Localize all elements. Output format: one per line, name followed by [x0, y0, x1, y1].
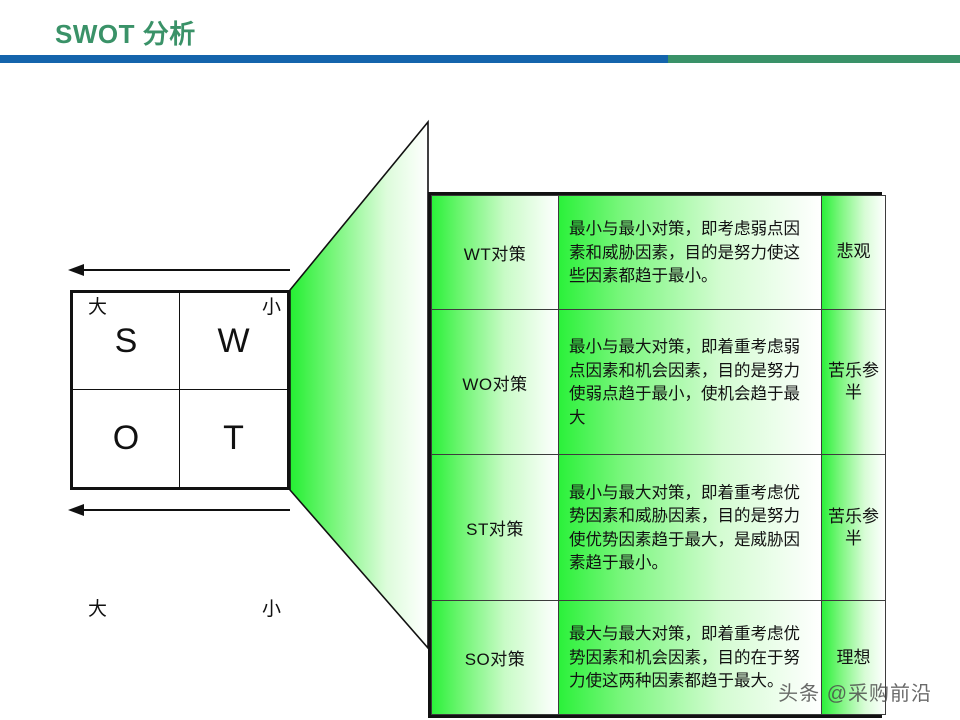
swot-cell-opportunities[interactable]: O [73, 390, 180, 487]
strategy-label: SO对策 [432, 601, 558, 714]
header-divider-rule [0, 55, 960, 63]
swot-cell-strengths[interactable]: S [73, 293, 180, 390]
mood-label: 理想 [822, 601, 885, 714]
table-cell-mood: 苦乐参半 [821, 308, 886, 456]
table-row[interactable]: SO对策 最大与最大对策，即着重考虑优势因素和机会因素，目的在于努力使这两种因素… [431, 600, 886, 715]
header-rule-blue-segment [0, 55, 669, 63]
strategy-description: 最小与最小对策，即考虑弱点因素和威胁因素，目的是努力使这些因素都趋于最小。 [559, 196, 821, 309]
table-cell-strategy: SO对策 [431, 600, 559, 715]
strategy-detail-table: WT对策 最小与最小对策，即考虑弱点因素和威胁因素，目的是努力使这些因素都趋于最… [428, 192, 886, 718]
mood-label: 苦乐参半 [822, 455, 885, 601]
page-title: SWOT 分析 [55, 19, 196, 49]
swot-cell-label-w: W [217, 321, 250, 360]
strategy-label: WT对策 [432, 196, 558, 309]
table-cell-strategy: WT对策 [431, 195, 559, 310]
swot-cell-label-o: O [112, 419, 140, 457]
strategy-description: 最大与最大对策，即着重考虑优势因素和机会因素，目的在于努力使这两种因素都趋于最大… [559, 601, 821, 714]
bottom-axis-arrow [68, 504, 290, 516]
table-cell-strategy: ST对策 [431, 454, 559, 602]
swot-matrix: S W O T [70, 290, 290, 490]
table-row[interactable]: ST对策 最小与最大对策，即着重考虑优势因素和威胁因素，目的是努力使优势因素趋于… [431, 454, 886, 602]
axis-label-top-right: 小 [262, 297, 282, 318]
table-cell-description: 最小与最大对策，即着重考虑弱点因素和机会因素，目的是努力使弱点趋于最小，使机会趋… [558, 308, 822, 456]
axis-label-top-left: 大 [88, 297, 108, 318]
mood-label: 苦乐参半 [822, 309, 885, 455]
swot-cell-weaknesses[interactable]: W [180, 293, 287, 390]
swot-cell-threats[interactable]: T [180, 390, 287, 487]
table-cell-description: 最小与最小对策，即考虑弱点因素和威胁因素，目的是努力使这些因素都趋于最小。 [558, 195, 822, 310]
table-cell-description: 最小与最大对策，即着重考虑优势因素和威胁因素，目的是努力使优势因素趋于最大，是威… [558, 454, 822, 602]
table-cell-strategy: WO对策 [431, 308, 559, 456]
swot-cell-label-s: S [114, 321, 138, 360]
mood-label: 悲观 [822, 196, 885, 309]
table-cell-mood: 理想 [821, 600, 886, 715]
strategy-description: 最小与最大对策，即着重考虑优势因素和威胁因素，目的是努力使优势因素趋于最大，是威… [559, 455, 821, 601]
top-axis-arrow [68, 264, 290, 276]
strategy-description: 最小与最大对策，即着重考虑弱点因素和机会因素，目的是努力使弱点趋于最小，使机会趋… [559, 309, 821, 455]
table-row[interactable]: WO对策 最小与最大对策，即着重考虑弱点因素和机会因素，目的是努力使弱点趋于最小… [431, 308, 886, 456]
table-cell-description: 最大与最大对策，即着重考虑优势因素和机会因素，目的在于努力使这两种因素都趋于最大… [558, 600, 822, 715]
axis-label-bottom-right: 小 [262, 599, 282, 620]
table-row[interactable]: WT对策 最小与最小对策，即考虑弱点因素和威胁因素，目的是努力使这些因素都趋于最… [431, 195, 886, 310]
swot-diagram: S W O T 大 小 大 小 WT对策 [0, 70, 960, 720]
strategy-label: ST对策 [432, 455, 558, 601]
table-cell-mood: 苦乐参半 [821, 454, 886, 602]
table-cell-mood: 悲观 [821, 195, 886, 310]
axis-label-bottom-left: 大 [88, 599, 108, 620]
watermark: 头条 @采购前沿 [778, 683, 932, 705]
slide-header: SWOT 分析 [0, 0, 960, 70]
strategy-label: WO对策 [432, 309, 558, 455]
header-rule-green-segment [668, 55, 960, 63]
swot-cell-label-t: T [223, 419, 244, 457]
connector-funnel-shape [289, 119, 429, 651]
